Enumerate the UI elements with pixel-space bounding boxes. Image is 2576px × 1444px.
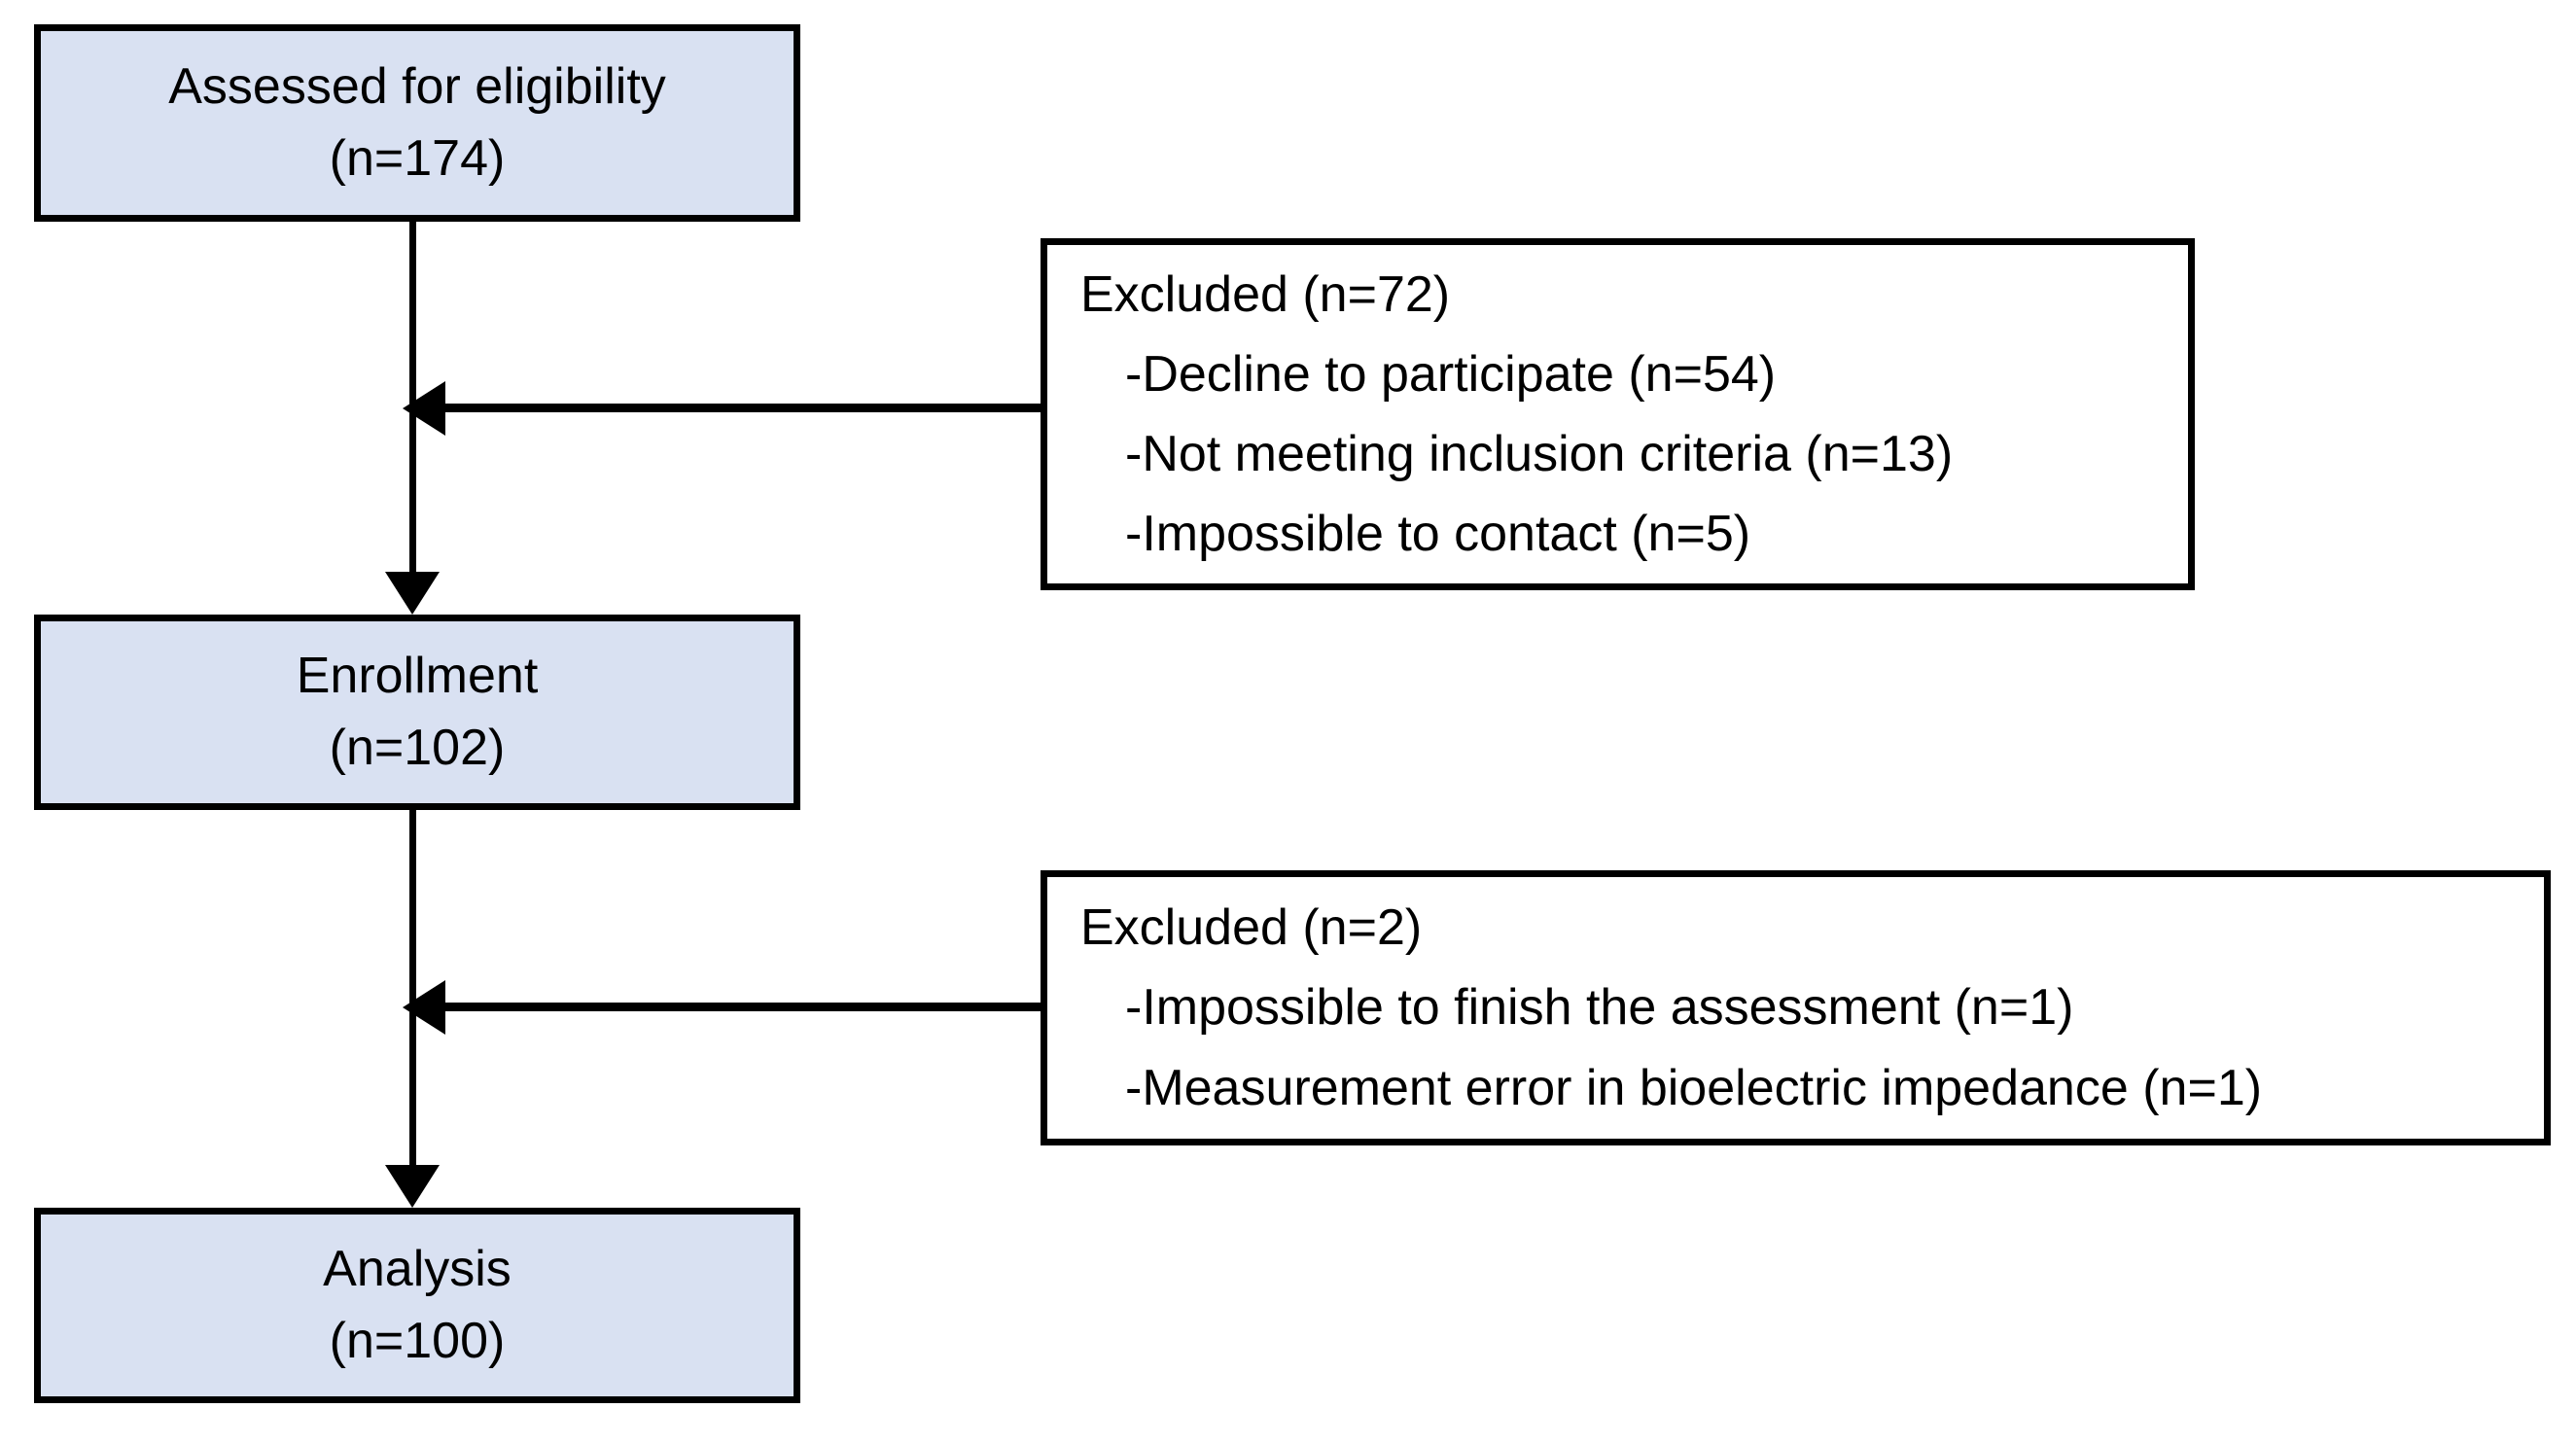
node-enrollment-count: (n=102) <box>329 719 506 776</box>
connector-exclusion-1-arrowhead <box>403 381 445 436</box>
node-enrollment: Enrollment (n=102) <box>34 615 800 810</box>
node-enrollment-label: Enrollment <box>296 647 539 704</box>
exclusion-box-2: Excluded (n=2) -Impossible to finish the… <box>1041 870 2551 1145</box>
exclusion-1-reason-3: -Impossible to contact (n=5) <box>1125 506 1751 563</box>
node-analysis-count: (n=100) <box>329 1312 506 1369</box>
connector-enrollment-to-analysis-arrowhead <box>385 1165 440 1208</box>
node-assessed-count: (n=174) <box>329 129 506 187</box>
connector-exclusion-2-arrowhead <box>403 980 445 1035</box>
node-analysis-label: Analysis <box>323 1240 512 1297</box>
node-analysis: Analysis (n=100) <box>34 1208 800 1403</box>
node-assessed-label: Assessed for eligibility <box>168 57 666 115</box>
exclusion-2-reason-2: -Measurement error in bioelectric impeda… <box>1125 1059 2263 1116</box>
node-assessed-for-eligibility: Assessed for eligibility (n=174) <box>34 24 800 222</box>
connector-assessed-to-enrollment-arrowhead <box>385 572 440 615</box>
connector-exclusion-2-line <box>442 1003 1043 1011</box>
exclusion-2-title: Excluded (n=2) <box>1080 899 1423 957</box>
exclusion-1-reason-1: -Decline to participate (n=54) <box>1125 345 1777 403</box>
exclusion-1-title: Excluded (n=72) <box>1080 265 1451 323</box>
exclusion-box-1: Excluded (n=72) -Decline to participate … <box>1041 238 2195 590</box>
exclusion-2-reason-1: -Impossible to finish the assessment (n=… <box>1125 979 2074 1037</box>
connector-exclusion-1-line <box>442 404 1043 412</box>
exclusion-1-reason-2: -Not meeting inclusion criteria (n=13) <box>1125 426 1954 482</box>
